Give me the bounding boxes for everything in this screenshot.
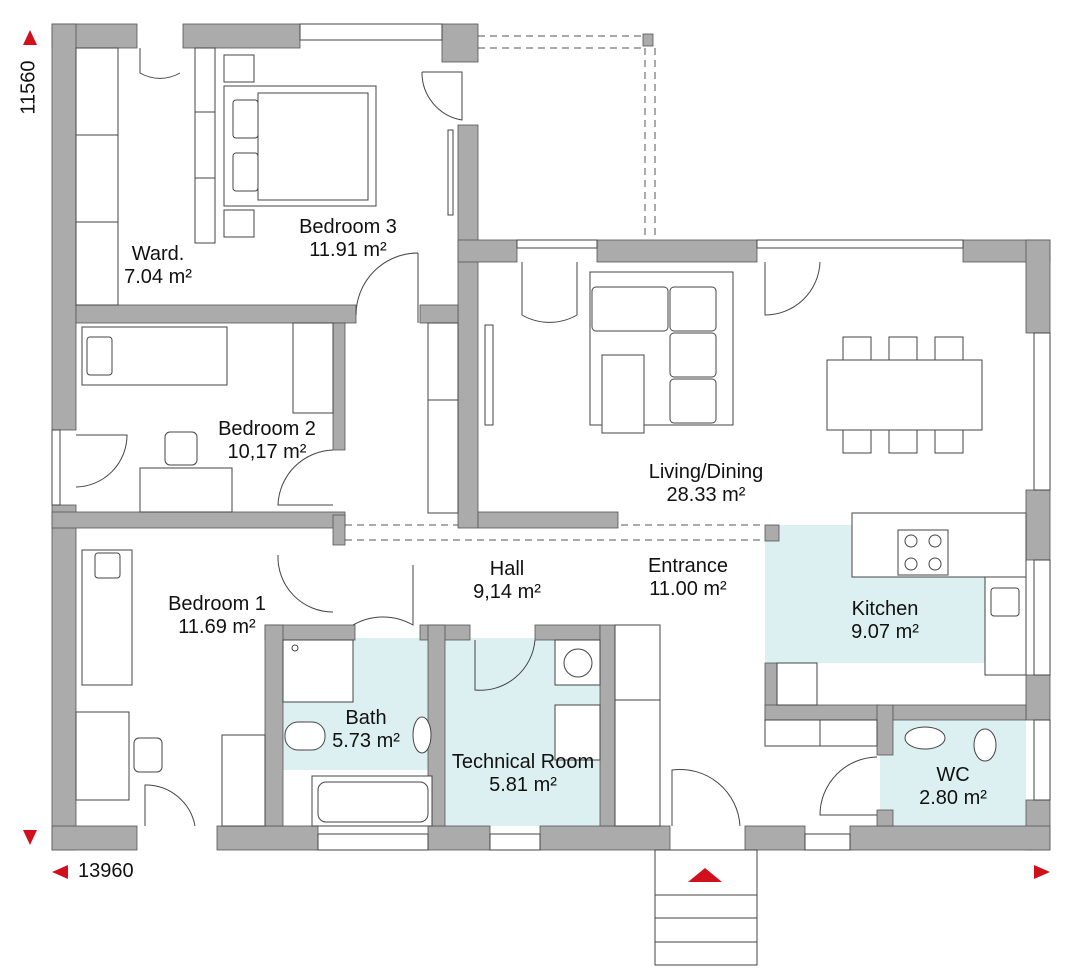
windows xyxy=(51,23,1051,851)
room-label-wardrobe: Ward.7.04 m² xyxy=(124,243,192,288)
arrow-right-icon xyxy=(1034,865,1050,879)
furniture xyxy=(75,47,1027,827)
dimension-markers xyxy=(23,30,1050,882)
entrance-arrow-icon xyxy=(688,868,722,882)
depth-dimension: 11560 xyxy=(17,60,40,115)
width-dimension: 13960 xyxy=(78,860,134,882)
entrance-steps xyxy=(654,849,758,966)
arrow-up-icon xyxy=(23,30,37,45)
doors xyxy=(75,48,878,827)
arrow-down-icon xyxy=(23,830,37,845)
arrow-left-icon xyxy=(52,865,68,879)
